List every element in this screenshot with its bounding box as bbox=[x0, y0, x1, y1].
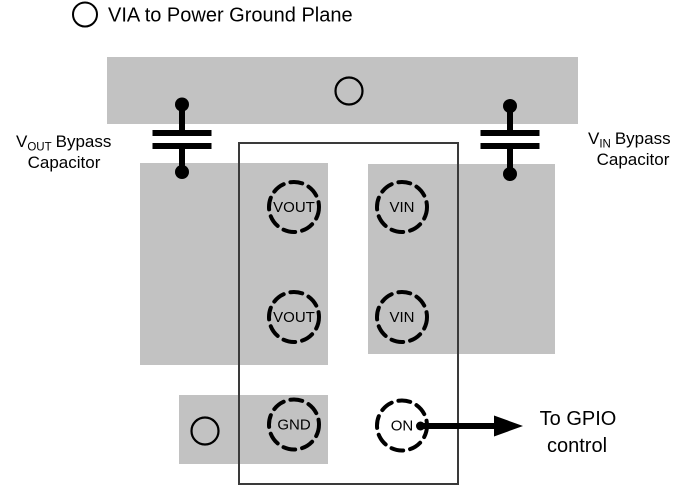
pin-label-on: ON bbox=[391, 418, 414, 435]
gpio-note-line1: To GPIO bbox=[540, 408, 617, 430]
via-gnd-pour-icon bbox=[190, 416, 220, 446]
pin-pad-vin-2 bbox=[375, 290, 429, 344]
gnd-copper-pour bbox=[179, 395, 328, 464]
pin-label-vin-1: VIN bbox=[389, 199, 414, 216]
pin-label-gnd: GND bbox=[277, 417, 311, 434]
pin-label-vin-2: VIN bbox=[389, 309, 414, 326]
cap-bottom-junction-dot bbox=[503, 167, 517, 181]
vout-bypass-label-line2: Capacitor bbox=[28, 153, 101, 172]
vout-bypass-capacitor-icon bbox=[152, 97, 212, 179]
vin-bypass-capacitor-icon bbox=[480, 99, 540, 181]
pin-pad-gnd bbox=[267, 397, 321, 452]
arrow-head-icon bbox=[494, 415, 523, 437]
vin-copper-pour bbox=[368, 164, 555, 354]
legend: VIA to Power Ground Plane bbox=[72, 1, 353, 28]
pin-pad-vout-1 bbox=[267, 180, 321, 234]
vin-bypass-label-line2: Capacitor bbox=[597, 150, 670, 169]
ic-package-outline bbox=[238, 142, 459, 485]
legend-via-icon bbox=[72, 1, 98, 28]
pin-label-vout-2: VOUT bbox=[273, 309, 315, 326]
legend-label: VIA to Power Ground Plane bbox=[108, 5, 353, 27]
cap-bottom-junction-dot bbox=[175, 165, 189, 179]
pin-label-vout-1: VOUT bbox=[273, 199, 315, 216]
vout-copper-pour bbox=[140, 163, 328, 365]
gpio-note-line2: control bbox=[547, 435, 607, 457]
gpio-arrow bbox=[416, 415, 523, 437]
pin-pad-vout-2 bbox=[267, 290, 321, 344]
top-ground-plane bbox=[107, 57, 578, 124]
via-top-plane-icon bbox=[334, 76, 364, 106]
pin-pad-vin-1 bbox=[375, 180, 429, 234]
